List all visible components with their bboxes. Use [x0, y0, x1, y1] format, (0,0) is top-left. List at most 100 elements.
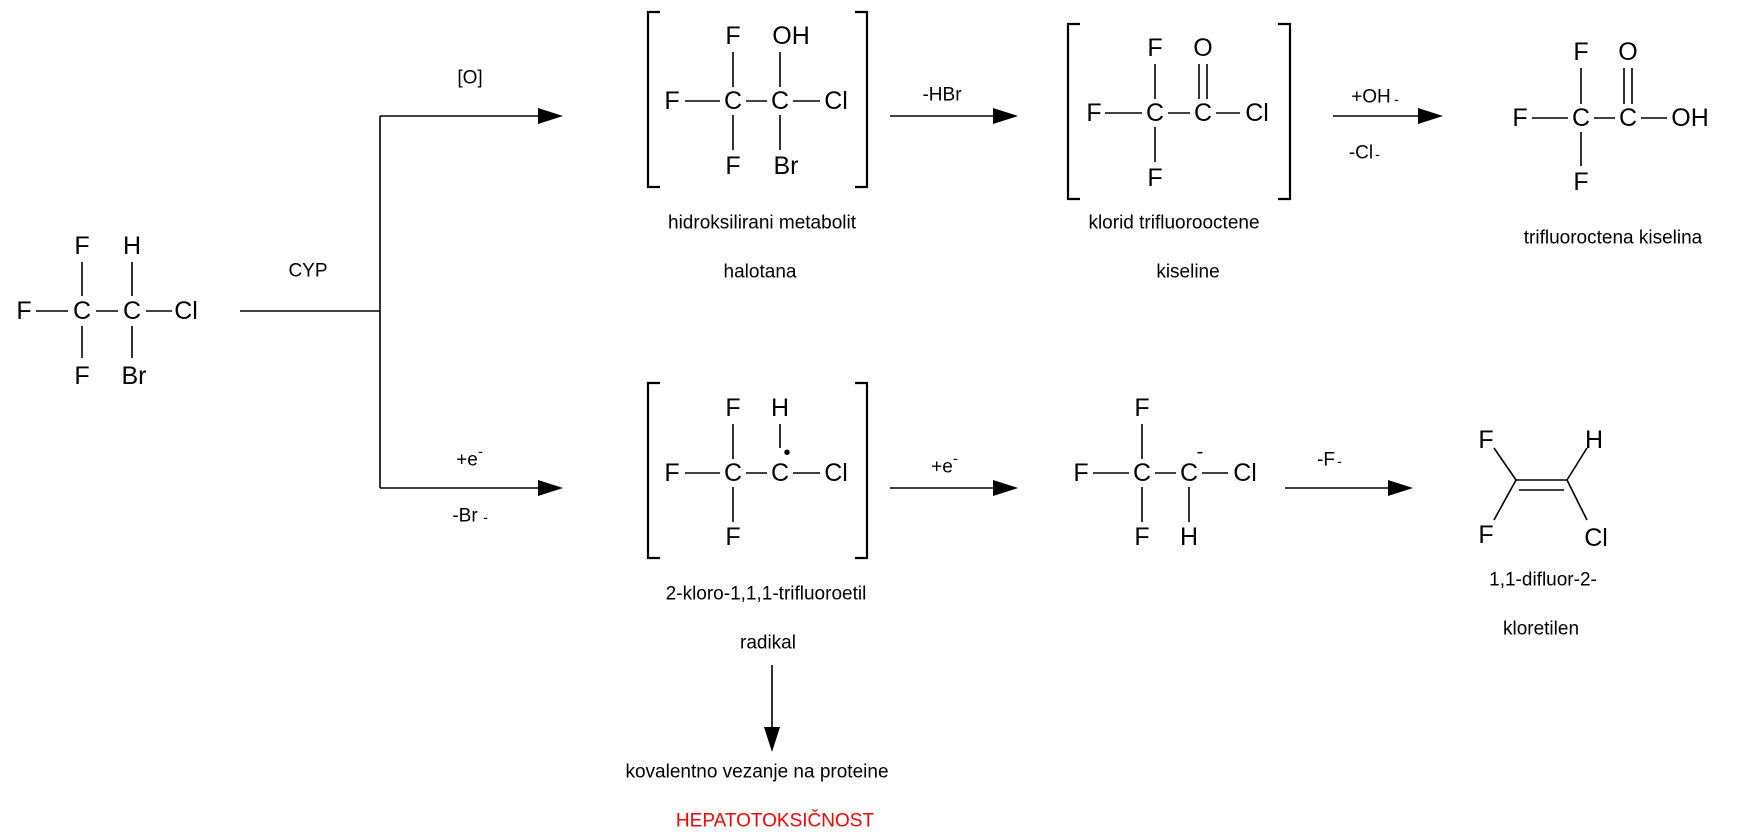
- atom-cl: Cl: [824, 459, 848, 487]
- charge-sign: -: [478, 444, 483, 461]
- atom-h: H: [1585, 426, 1603, 454]
- atom-o: O: [1193, 34, 1212, 62]
- minus-fluoride-label: -F: [1317, 450, 1335, 471]
- radical-label-line1: 2-kloro-1,1,1-trifluoroetil: [666, 584, 867, 605]
- atom-f: F: [1478, 426, 1493, 454]
- arrow-minus-hbr: -HBr: [890, 85, 1018, 124]
- bond: [1566, 479, 1588, 521]
- atom-f: F: [1134, 394, 1149, 422]
- atom-h: H: [771, 394, 789, 422]
- charge-sign: -: [1394, 92, 1399, 109]
- atom-h: H: [123, 232, 141, 260]
- plus-electron-label: +e: [931, 457, 953, 478]
- arrow-head: [764, 727, 780, 752]
- charge-sign: -: [953, 451, 958, 468]
- atom-c: C: [771, 87, 789, 115]
- charge-sign: -: [1375, 147, 1380, 164]
- atom-f: F: [725, 394, 740, 422]
- atom-oh: OH: [772, 22, 810, 50]
- atom-c: C: [1180, 459, 1198, 487]
- atom-f: F: [1073, 459, 1088, 487]
- arrow-head: [993, 108, 1018, 124]
- atom-cl: Cl: [1245, 99, 1269, 127]
- bracket-left: [646, 381, 660, 560]
- radical-dot: •: [783, 442, 790, 464]
- atom-f: F: [1512, 104, 1527, 132]
- minus-chloride-label: -Cl: [1349, 143, 1373, 164]
- minus-hbr-label: -HBr: [922, 85, 962, 106]
- trifluoroethyl-radical: F C C Cl F H F • 2-kloro-1,1,1-trifluoro…: [646, 381, 869, 654]
- atom-f: F: [74, 362, 89, 390]
- atom-o: O: [1618, 38, 1637, 66]
- arrow-minus-fluoride: -F -: [1285, 450, 1413, 496]
- arrow-head: [1418, 108, 1443, 124]
- cyp-label: CYP: [288, 261, 327, 282]
- bond: [1566, 447, 1588, 481]
- atom-f: F: [664, 87, 679, 115]
- atom-oh: OH: [1671, 104, 1709, 132]
- atom-c: C: [771, 459, 789, 487]
- atom-cl: Cl: [174, 297, 198, 325]
- bracket-right: [1278, 22, 1292, 201]
- atom-br: Br: [774, 152, 799, 180]
- atom-c: C: [724, 87, 742, 115]
- bond: [1493, 447, 1517, 481]
- plus-hydroxide-label: +OH: [1351, 87, 1391, 108]
- hydroxylated-label-line1: hidroksilirani metabolit: [668, 213, 857, 234]
- acyl-chloride-label-line2: kiseline: [1156, 262, 1219, 283]
- atom-f: F: [16, 297, 31, 325]
- charge-sign: -: [483, 510, 488, 527]
- atom-f: F: [725, 523, 740, 551]
- atom-f: F: [1573, 38, 1588, 66]
- cyp-branch: CYP [O] +e - -Br -: [240, 68, 563, 527]
- carbanion: F C C Cl F F H -: [1073, 394, 1256, 551]
- atom-c: C: [724, 459, 742, 487]
- hydroxylated-label-line2: halotana: [724, 262, 797, 283]
- atom-f: F: [1147, 164, 1162, 192]
- covalent-binding: kovalentno vezanje na proteine HEPATOTOK…: [625, 665, 889, 832]
- atom-f: F: [725, 152, 740, 180]
- atom-f: F: [1147, 34, 1162, 62]
- bracket-left: [646, 10, 660, 189]
- trifluoroacetyl-chloride: F C C Cl F O F klorid trifluorooctene ki…: [1066, 22, 1292, 283]
- atom-f: F: [1134, 523, 1149, 551]
- atom-f: F: [1086, 99, 1101, 127]
- difluorochloroethylene: F F H Cl 1,1-difluor-2- kloretilen: [1478, 426, 1607, 640]
- atom-c: C: [123, 297, 141, 325]
- radical-label-line2: radikal: [740, 633, 796, 654]
- trifluoroacetic-acid: F C C OH F O F trifluoroctena kiselina: [1512, 38, 1708, 249]
- atom-f: F: [664, 459, 679, 487]
- arrow-head: [538, 480, 563, 496]
- difluoro-label-line2: kloretilen: [1503, 619, 1579, 640]
- atom-cl: Cl: [824, 87, 848, 115]
- acyl-chloride-label-line1: klorid trifluorooctene: [1088, 213, 1259, 234]
- hepatotoxicity-label: HEPATOTOKSIČNOST: [676, 810, 875, 832]
- bracket-right: [855, 381, 869, 560]
- arrow-head: [1388, 480, 1413, 496]
- minus-bromide-label: -Br: [452, 506, 478, 527]
- difluoro-label-line1: 1,1-difluor-2-: [1489, 570, 1597, 591]
- atom-f: F: [1478, 521, 1493, 549]
- plus-electron-label: +e: [456, 450, 478, 471]
- arrow-hydrolysis: +OH - -Cl -: [1333, 87, 1443, 164]
- atom-f: F: [1573, 168, 1588, 196]
- arrow-plus-electron: +e -: [890, 451, 1018, 496]
- negative-charge: -: [1197, 441, 1204, 463]
- atom-f: F: [725, 22, 740, 50]
- atom-cl: Cl: [1584, 524, 1608, 552]
- hydroxylated-metabolite: F C C Cl F OH F Br hidroksilirani metabo…: [646, 10, 869, 283]
- atom-c: C: [1194, 99, 1212, 127]
- arrow-head: [993, 480, 1018, 496]
- atom-c: C: [73, 297, 91, 325]
- oxidation-label: [O]: [457, 68, 482, 89]
- tfa-label: trifluoroctena kiselina: [1524, 228, 1703, 249]
- bracket-left: [1066, 22, 1080, 201]
- atom-cl: Cl: [1233, 459, 1257, 487]
- atom-c: C: [1133, 459, 1151, 487]
- atom-c: C: [1572, 104, 1590, 132]
- atom-h: H: [1180, 523, 1198, 551]
- halothane-molecule: F C C Cl F H F Br: [16, 232, 197, 390]
- atom-c: C: [1146, 99, 1164, 127]
